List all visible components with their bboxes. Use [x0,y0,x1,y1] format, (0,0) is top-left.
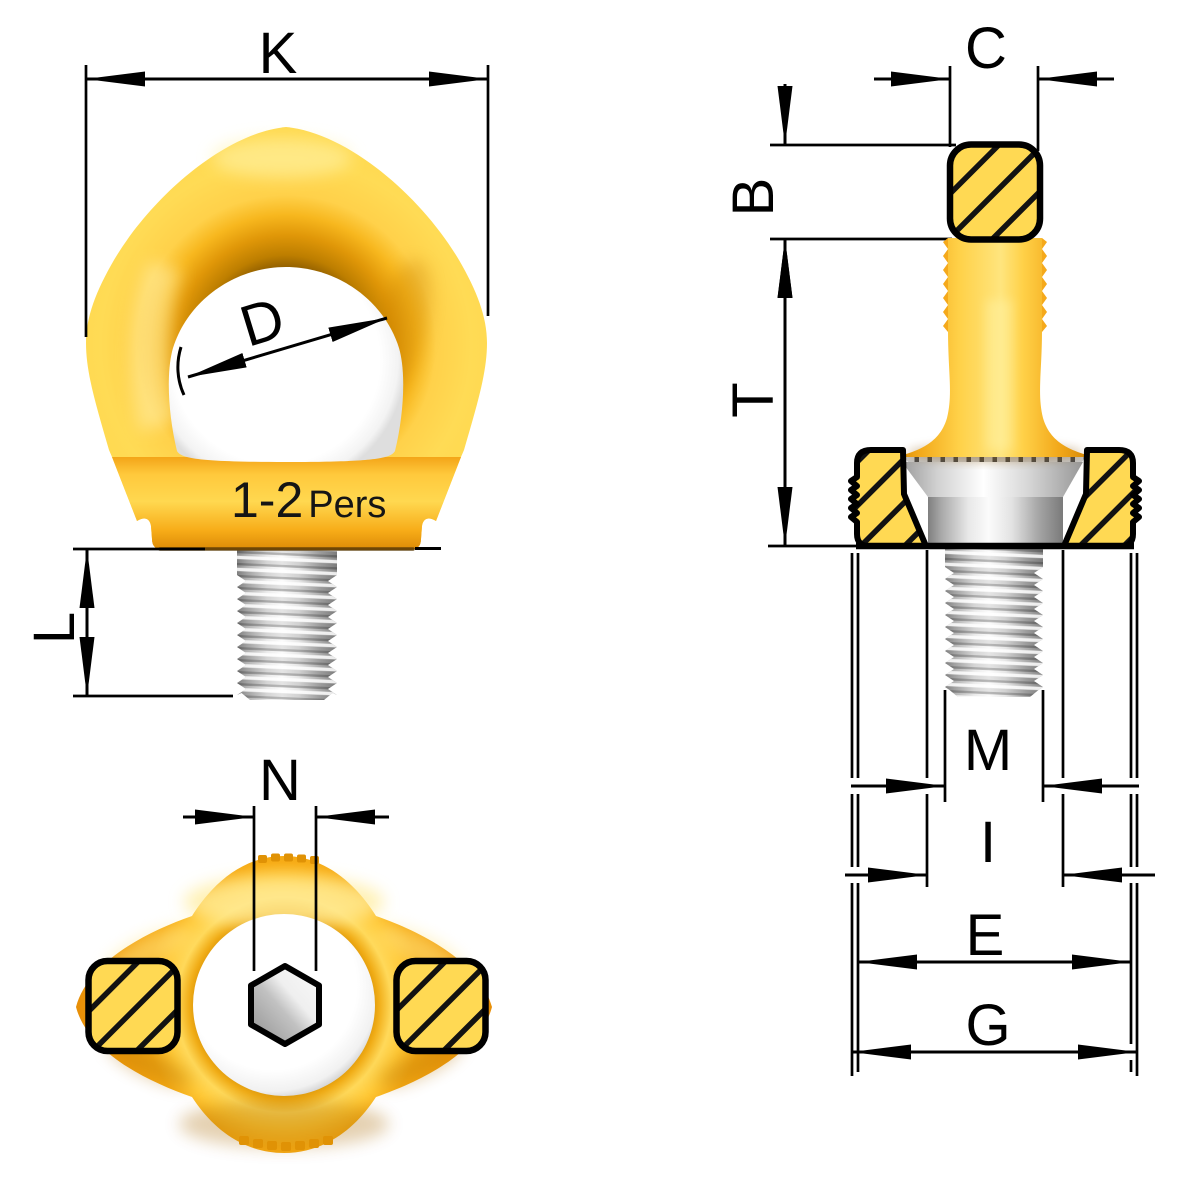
dimension-G [850,553,1139,1076]
top-dome-shadow [179,1100,389,1148]
dimension-N [183,806,389,971]
dimension-C [874,66,1114,151]
side-section-view: B T C [721,16,1155,1076]
dimension-K [84,65,490,337]
marking-suffix: Pers [308,484,386,526]
ring-cross-section [946,141,1044,243]
dim-label-G: G [965,993,1010,1058]
hex-socket [248,963,322,1047]
dimension-T [768,238,856,548]
dim-label-M: M [964,718,1012,783]
marking-capacity: 1-2 [231,472,303,528]
ring-apex-highlight [212,138,352,178]
dimension-B [770,84,956,299]
dim-label-E: E [966,903,1005,968]
top-section-right [393,957,489,1055]
dimension-E [856,553,1133,1072]
stem-highlight [986,300,1012,450]
washer-cone [902,462,1083,497]
cast-serration-dashes [239,853,333,1151]
dim-label-N: N [259,748,301,813]
arc-tick [176,346,186,396]
top-section-left [85,957,181,1055]
dimension-M [851,690,1139,802]
bolt-head-cylinder [928,497,1063,546]
front-thread-ridges-overlay [237,549,337,700]
dimension-I [845,550,1155,887]
side-thread-ridges-overlay [945,546,1043,697]
front-collar [112,457,461,550]
dim-label-K: K [259,21,298,86]
dimension-D [176,316,388,396]
top-dome-highlight [184,876,384,928]
top-view: N [76,748,492,1153]
dim-label-T: T [721,382,786,417]
dim-label-I: I [980,810,996,875]
dim-label-L: L [22,612,87,644]
dim-label-C: C [965,16,1007,81]
dimension-L [73,547,233,698]
dimension-line [187,316,388,379]
dim-label-B: B [721,178,786,217]
